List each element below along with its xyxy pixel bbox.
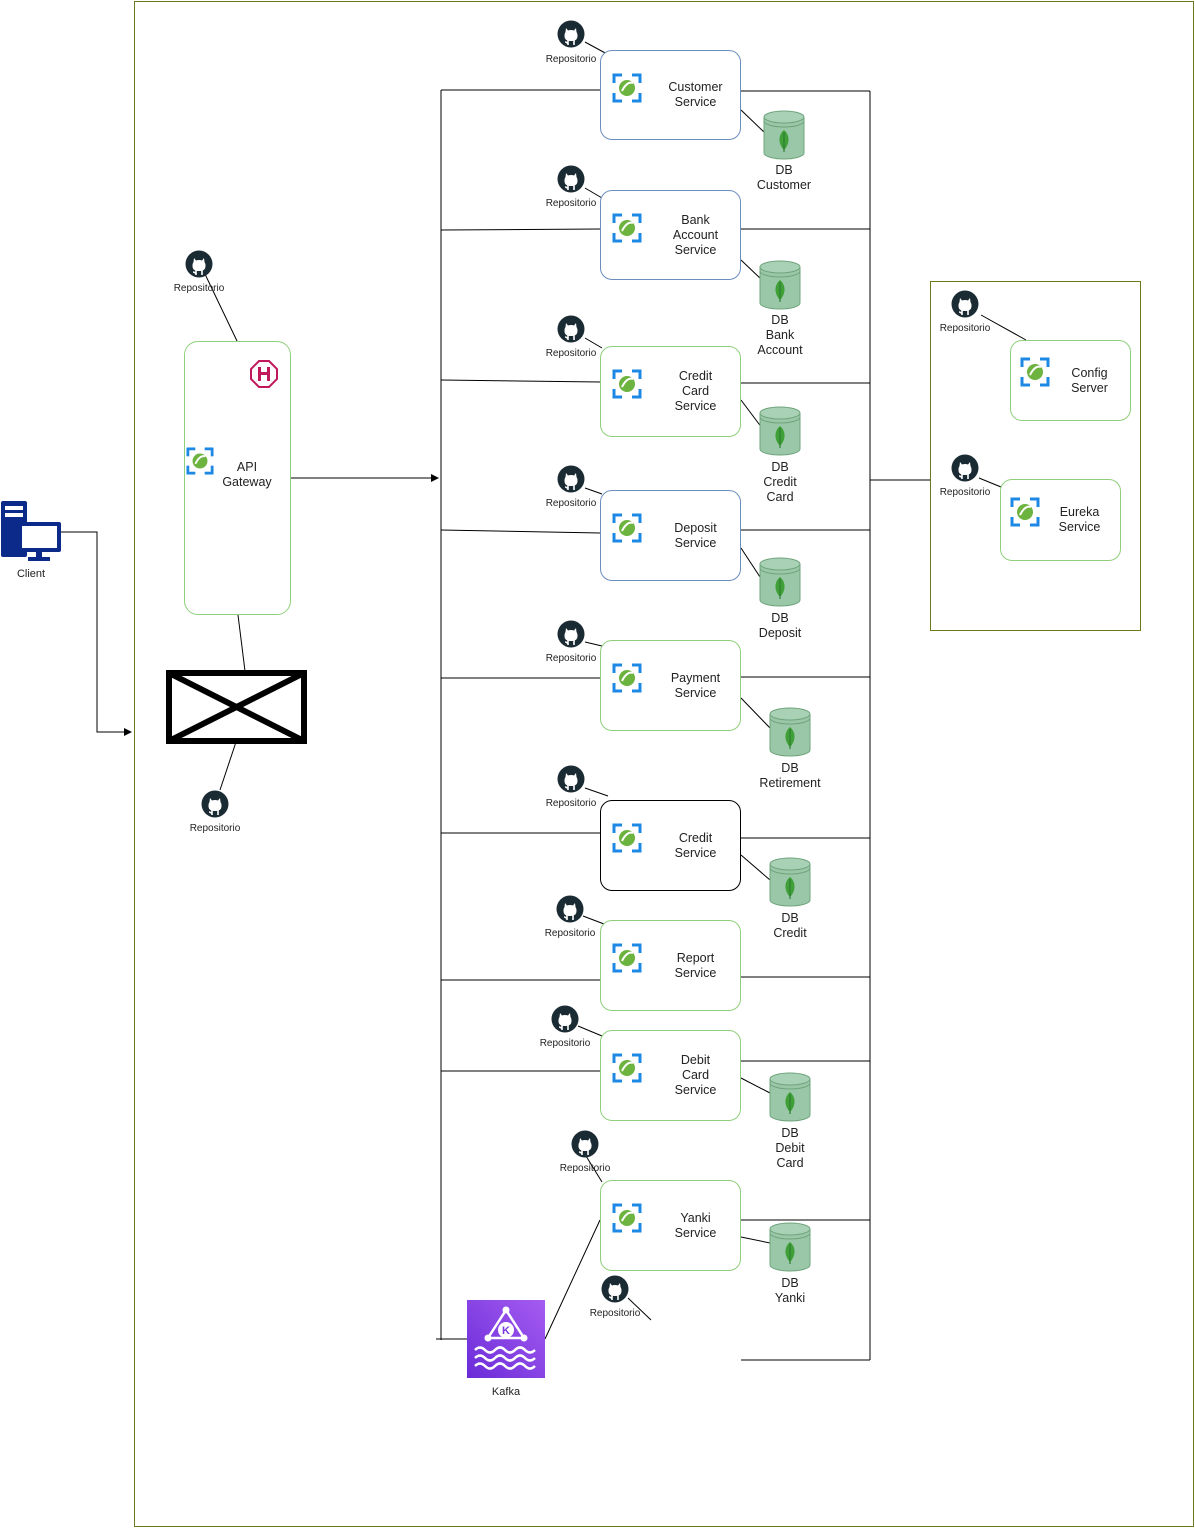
repository-label: Repositorio (545, 54, 597, 65)
spring-boot-icon (1020, 357, 1050, 387)
spring-boot-icon (186, 447, 214, 475)
github-repo-icon[interactable] (571, 1130, 599, 1158)
spring-boot-icon (1010, 497, 1040, 527)
db-bank-account-label: DB Bank Account (757, 313, 803, 357)
kafka-icon: K (467, 1300, 545, 1378)
spring-boot-icon (612, 213, 642, 243)
system-boundary (134, 1, 1194, 1527)
spring-boot-icon (612, 943, 642, 973)
repository-label: Repositorio (545, 798, 597, 809)
github-repo-icon[interactable] (185, 250, 213, 278)
github-repo-icon[interactable] (557, 20, 585, 48)
mongodb-database-icon (769, 857, 811, 907)
db-retirement-label: DB Retirement (759, 761, 821, 790)
payment-service-label: Payment Service (670, 670, 721, 700)
db-credit-label: DB Credit (773, 911, 807, 940)
mongodb-database-icon (769, 1222, 811, 1272)
spring-boot-icon (612, 73, 642, 103)
db-debit-card-label: DB Debit Card (775, 1126, 805, 1170)
infrastructure-boundary (930, 281, 1141, 631)
repository-label: Repositorio (545, 653, 597, 664)
client-label: Client (16, 568, 46, 580)
config-server-node[interactable]: Config Server (1010, 340, 1131, 421)
debit-card-service-node[interactable]: Debit Card Service (600, 1030, 741, 1121)
spring-boot-icon (612, 513, 642, 543)
repository-label: Repositorio (539, 1038, 591, 1049)
credit-service-label: Credit Service (674, 830, 717, 860)
spring-boot-icon (612, 1203, 642, 1233)
load-balancer-icon (166, 670, 307, 744)
github-repo-icon[interactable] (557, 620, 585, 648)
github-repo-icon[interactable] (556, 895, 584, 923)
deposit-service-label: Deposit Service (674, 520, 717, 550)
credit-card-service-node[interactable]: Credit Card Service (600, 346, 741, 437)
github-repo-icon[interactable] (951, 454, 979, 482)
customer-service-label: Customer Service (668, 80, 723, 109)
db-customer-label: DB Customer (756, 163, 812, 192)
repository-label: Repositorio (545, 348, 597, 359)
repository-label: Repositorio (939, 323, 991, 334)
mongodb-database-icon (759, 557, 801, 607)
repository-label: Repositorio (559, 1163, 611, 1174)
github-repo-icon[interactable] (557, 765, 585, 793)
yanki-service-node[interactable]: Yanki Service (600, 1180, 741, 1271)
svg-text:K: K (502, 1325, 510, 1337)
github-repo-icon[interactable] (557, 165, 585, 193)
mongodb-database-icon (763, 110, 805, 160)
payment-service-node[interactable]: Payment Service (600, 640, 741, 731)
bank-account-service-label: Bank Account Service (672, 212, 719, 257)
github-repo-icon[interactable] (601, 1275, 629, 1303)
spring-boot-icon (612, 663, 642, 693)
credit-card-service-label: Credit Card Service (674, 369, 717, 413)
db-deposit-label: DB Deposit (758, 611, 802, 640)
client-computer-icon (1, 501, 61, 561)
eureka-service-node[interactable]: Eureka Service (1000, 479, 1121, 561)
mongodb-database-icon (769, 1072, 811, 1122)
spring-boot-icon (612, 823, 642, 853)
credit-service-node[interactable]: Credit Service (600, 800, 741, 891)
api-gateway-label: API Gateway (222, 460, 272, 489)
mongodb-database-icon (759, 260, 801, 310)
github-repo-icon[interactable] (201, 790, 229, 818)
hystrix-gateway-icon (250, 360, 278, 388)
db-credit-card-label: DB Credit Card (763, 460, 797, 504)
debit-card-service-label: Debit Card Service (674, 1053, 717, 1097)
db-yanki-label: DB Yanki (774, 1276, 806, 1305)
kafka-label: Kafka (491, 1386, 521, 1398)
repository-label: Repositorio (589, 1308, 641, 1319)
repository-label: Repositorio (173, 283, 225, 294)
spring-boot-icon (612, 369, 642, 399)
report-service-node[interactable]: Report Service (600, 920, 741, 1011)
repository-label: Repositorio (545, 198, 597, 209)
repository-label: Repositorio (939, 487, 991, 498)
repository-label: Repositorio (189, 823, 241, 834)
mongodb-database-icon (759, 406, 801, 456)
spring-boot-icon (612, 1053, 642, 1083)
eureka-service-label: Eureka Service (1058, 505, 1101, 534)
yanki-service-label: Yanki Service (674, 1210, 717, 1240)
github-repo-icon[interactable] (951, 290, 979, 318)
github-repo-icon[interactable] (551, 1005, 579, 1033)
config-server-label: Config Server (1071, 365, 1108, 395)
api-gateway-node[interactable] (184, 341, 291, 615)
mongodb-database-icon (769, 707, 811, 757)
deposit-service-node[interactable]: Deposit Service (600, 490, 741, 581)
github-repo-icon[interactable] (557, 315, 585, 343)
report-service-label: Report Service (674, 950, 717, 980)
repository-label: Repositorio (545, 498, 597, 509)
github-repo-icon[interactable] (557, 465, 585, 493)
repository-label: Repositorio (544, 928, 596, 939)
